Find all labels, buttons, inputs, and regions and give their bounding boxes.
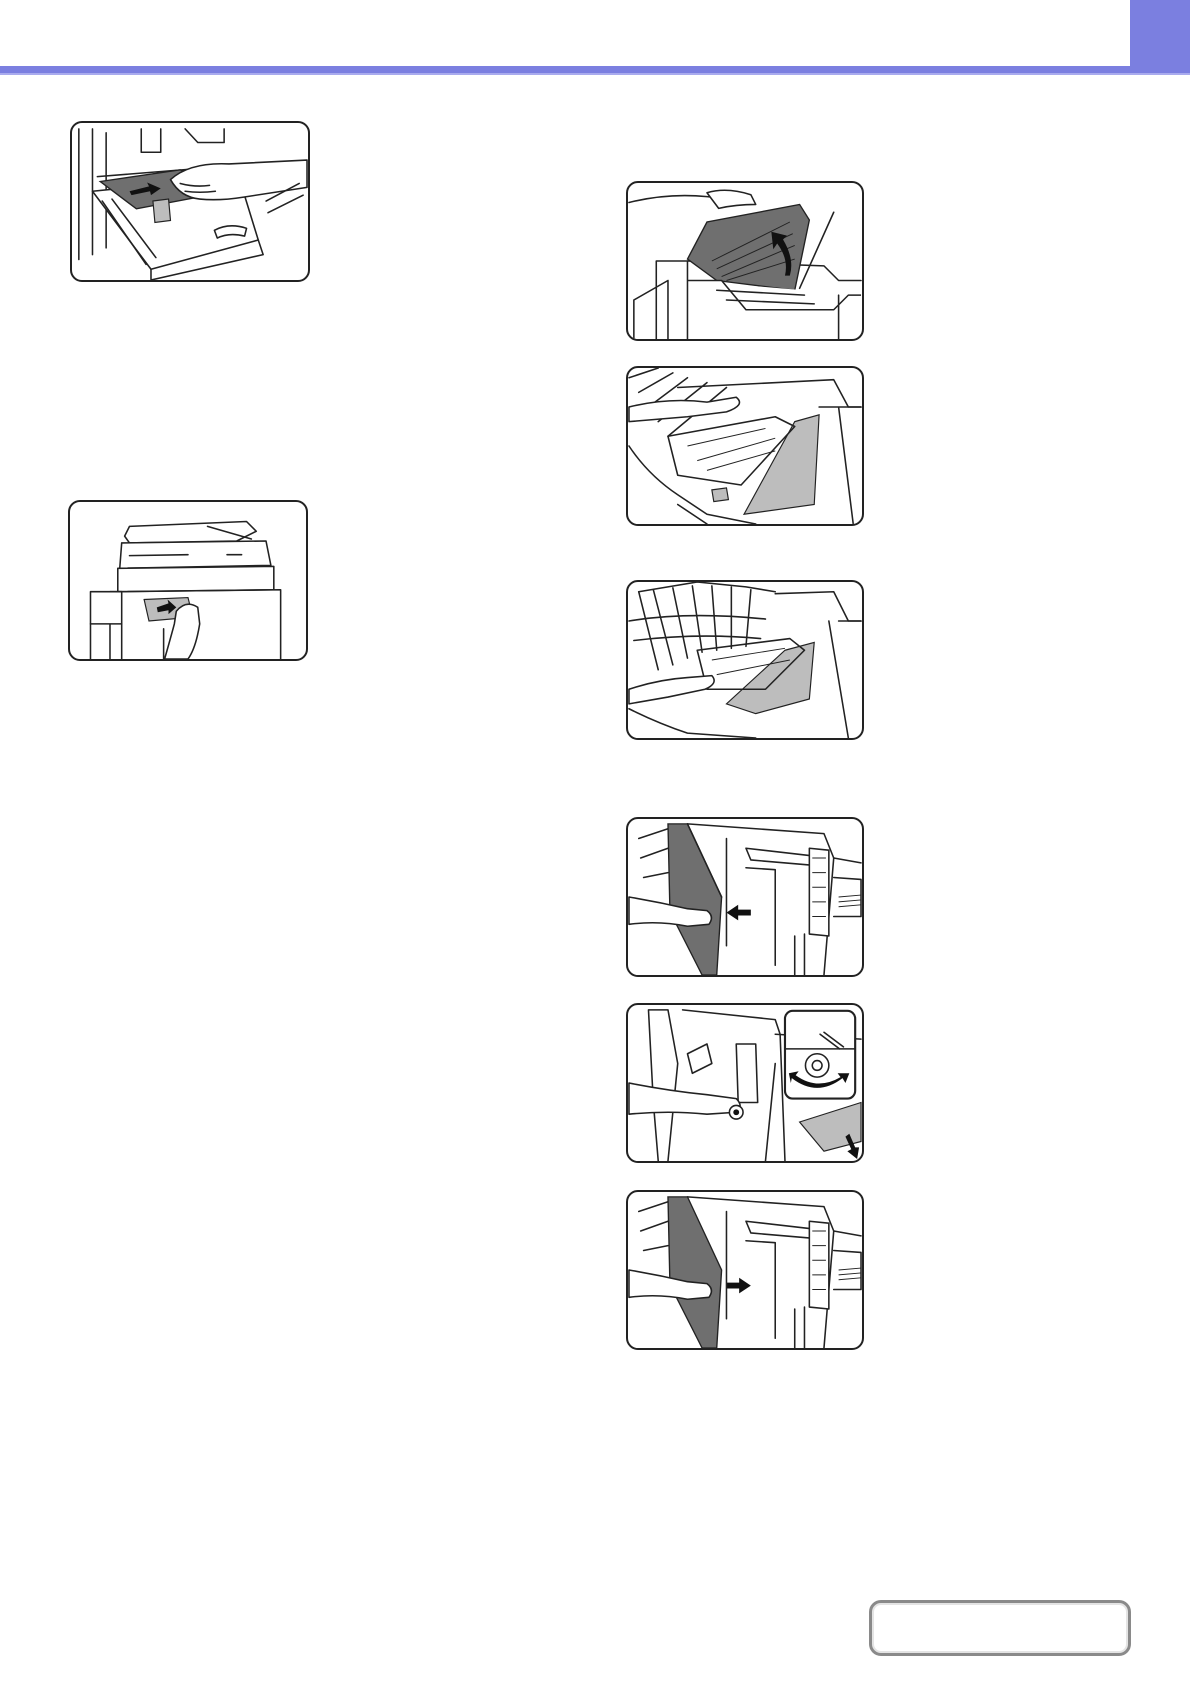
finisher-cover-open-illustration — [626, 817, 864, 977]
paper-tray-illustration — [70, 121, 310, 282]
contents-button[interactable] — [869, 1600, 1131, 1656]
copier-side-illustration — [68, 500, 308, 661]
jammed-paper-pull-illustration — [626, 580, 864, 740]
page-tab-marker — [1130, 0, 1190, 73]
header-bar-underline — [0, 73, 1190, 75]
header-bar — [0, 66, 1130, 73]
finisher-cover-close-illustration — [626, 1190, 864, 1350]
finisher-knob-turn-illustration — [626, 1003, 864, 1163]
jammed-paper-top-illustration — [626, 366, 864, 526]
top-cover-open-illustration — [626, 181, 864, 341]
